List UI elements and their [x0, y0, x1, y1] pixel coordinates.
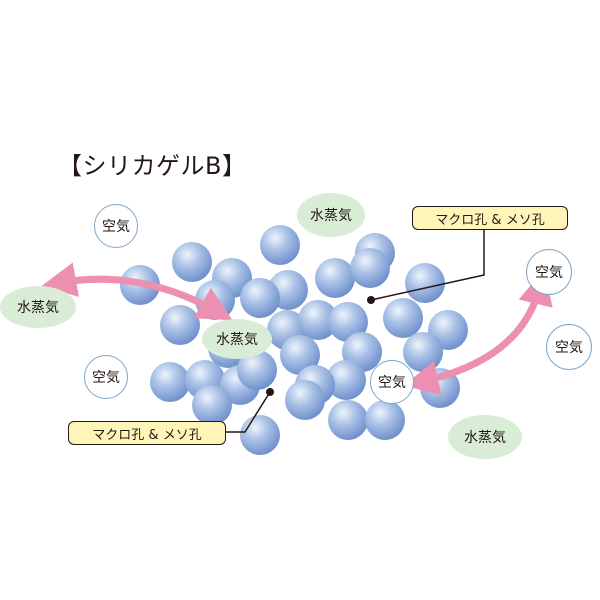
silica-particle — [260, 225, 300, 265]
silica-particle — [328, 302, 368, 342]
double-headed-arrow-icon — [41, 262, 233, 321]
silica-particle — [192, 385, 232, 425]
silica-particle — [160, 305, 200, 345]
silica-particle — [365, 400, 405, 440]
air-bubble: 空気 — [94, 204, 138, 248]
silica-particle — [328, 400, 368, 440]
water-vapor-bubble: 水蒸気 — [202, 319, 272, 359]
air-bubble: 空気 — [370, 360, 414, 404]
silica-particle — [240, 278, 280, 318]
silica-particle — [383, 298, 423, 338]
silica-particle — [280, 335, 320, 375]
silica-particle — [150, 362, 190, 402]
silica-particle — [315, 258, 355, 298]
leader-line-lower — [226, 388, 274, 433]
pore-callout-upper: マクロ孔 & メソ孔 — [412, 206, 568, 230]
silica-particle — [350, 248, 390, 288]
silica-particle — [405, 263, 445, 303]
air-bubble: 空気 — [84, 355, 128, 399]
leader-dot-icon — [367, 296, 375, 304]
silica-particle — [285, 380, 325, 420]
pore-callout-lower: マクロ孔 & メソ孔 — [68, 421, 226, 445]
silica-particle — [172, 242, 212, 282]
double-headed-arrow-icon — [403, 269, 553, 396]
air-bubble: 空気 — [526, 249, 572, 295]
silica-particle — [326, 360, 366, 400]
silica-particle — [237, 350, 277, 390]
water-vapor-bubble: 水蒸気 — [297, 193, 365, 237]
silica-particle — [298, 300, 338, 340]
silica-particle — [240, 415, 280, 455]
water-vapor-bubble: 水蒸気 — [0, 286, 76, 328]
diagram-title: 【シリカゲルB】 — [58, 152, 247, 180]
water-vapor-bubble: 水蒸気 — [448, 415, 522, 459]
leader-dot-icon — [266, 388, 274, 396]
air-bubble: 空気 — [546, 324, 592, 370]
silica-particle — [403, 332, 443, 372]
